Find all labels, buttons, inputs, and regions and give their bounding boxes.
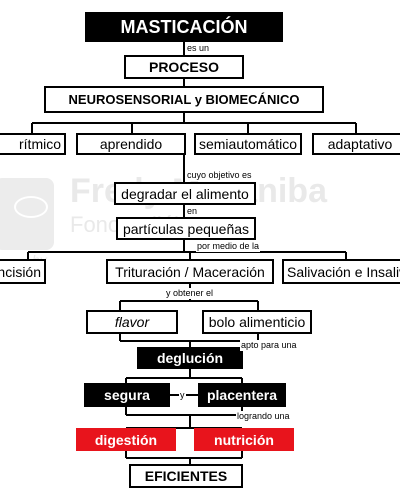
node-incision: Incisión bbox=[0, 259, 46, 284]
node-semiautomatico: semiautomático bbox=[194, 133, 302, 155]
label-apto: apto para una bbox=[240, 340, 298, 351]
node-aprendido: aprendido bbox=[76, 133, 186, 155]
node-ritmico: rítmico bbox=[0, 133, 66, 155]
node-placentera: placentera bbox=[198, 383, 286, 407]
node-deglucion: deglución bbox=[137, 347, 243, 369]
label-y: y bbox=[179, 390, 186, 401]
label-y-obtener: y obtener el bbox=[165, 288, 215, 299]
node-proceso: PROCESO bbox=[124, 55, 244, 79]
node-adaptativo: adaptativo bbox=[312, 133, 400, 155]
label-cuyo-objetivo: cuyo objetivo es bbox=[186, 170, 253, 181]
node-digestion: digestión bbox=[76, 428, 176, 451]
watermark-smile-icon bbox=[14, 196, 48, 218]
label-es-un: es un bbox=[186, 43, 211, 54]
node-particulas-pequenas: partículas pequeñas bbox=[116, 217, 256, 240]
node-segura: segura bbox=[84, 383, 170, 407]
node-bolo-alimenticio: bolo alimenticio bbox=[202, 310, 312, 334]
node-eficientes: EFICIENTES bbox=[129, 464, 243, 488]
node-neurosensorial-biomecanico: NEUROSENSORIAL y BIOMECÁNICO bbox=[44, 86, 324, 113]
node-salivacion-insalivacion: Salivación e Insalivación bbox=[282, 259, 400, 284]
label-por-medio: por medio de la bbox=[196, 241, 261, 252]
node-masticacion: MASTICACIÓN bbox=[85, 12, 283, 42]
label-logrando: logrando una bbox=[236, 411, 291, 422]
label-en: en bbox=[186, 206, 199, 217]
node-flavor: flavor bbox=[86, 310, 178, 334]
node-nutricion: nutrición bbox=[194, 428, 294, 451]
node-degradar-alimento: degradar el alimento bbox=[114, 182, 256, 205]
node-trituracion-maceracion: Trituración / Maceración bbox=[106, 259, 274, 284]
